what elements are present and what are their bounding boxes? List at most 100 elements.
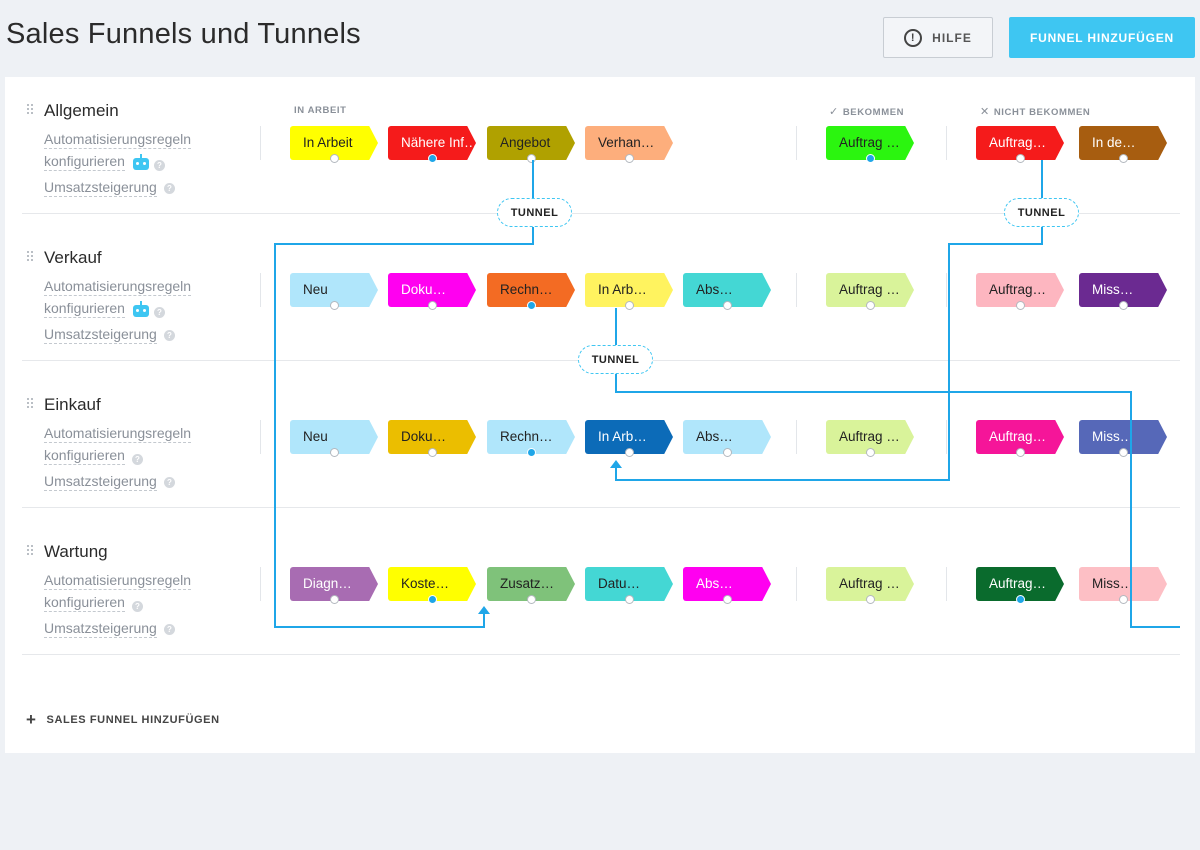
automation-rules-link-line2[interactable]: konfigurieren xyxy=(44,447,125,465)
funnel-name[interactable]: Allgemein xyxy=(44,101,119,120)
help-question-icon[interactable]: ? xyxy=(132,454,143,465)
connector-dot[interactable] xyxy=(625,595,634,604)
tunnel-badge-2[interactable]: TUNNEL xyxy=(1004,198,1079,227)
stage-chip[interactable]: Zusatz… xyxy=(487,567,575,604)
stage-chip-lost[interactable]: Miss… xyxy=(1079,420,1167,457)
connector-dot[interactable] xyxy=(1119,154,1128,163)
stage-chip-lost[interactable]: Miss… xyxy=(1079,273,1167,310)
stage-chip-lost[interactable]: Auftrag… xyxy=(976,126,1064,163)
connector-dot[interactable] xyxy=(866,154,875,163)
automation-rules-link[interactable]: Automatisierungsregeln xyxy=(44,425,192,443)
stage-chip[interactable]: Neu xyxy=(290,273,378,310)
tunnel-badge-3[interactable]: TUNNEL xyxy=(578,345,653,374)
stage-chip[interactable]: Nähere Inf… xyxy=(388,126,478,163)
stage-chip-won[interactable]: Auftrag … xyxy=(826,420,914,457)
connector-dot[interactable] xyxy=(625,448,634,457)
drag-handle-icon[interactable] xyxy=(27,104,35,118)
stage-chip[interactable]: In Arb… xyxy=(585,273,673,310)
stage-chip[interactable]: Rechn… xyxy=(487,420,575,457)
connector-dot[interactable] xyxy=(1119,301,1128,310)
connector-dot[interactable] xyxy=(330,448,339,457)
connector-dot[interactable] xyxy=(428,448,437,457)
connector-dot[interactable] xyxy=(723,301,732,310)
connector-dot[interactable] xyxy=(330,595,339,604)
stage-chip-lost[interactable]: Auftrag… xyxy=(976,567,1064,604)
stage-chip[interactable]: Verhan… xyxy=(585,126,673,163)
stage-chip-won[interactable]: Auftrag … xyxy=(826,567,914,604)
stage-chip[interactable]: Doku… xyxy=(388,420,476,457)
stage-chip-lost[interactable]: Miss… xyxy=(1079,567,1167,604)
funnel-name[interactable]: Einkauf xyxy=(44,395,101,414)
help-button[interactable]: ! HILFE xyxy=(883,17,993,58)
stage-chip[interactable]: Abs… xyxy=(683,567,771,604)
stage-chip-label: Doku… xyxy=(401,429,447,444)
automation-rules-link[interactable]: Automatisierungsregeln xyxy=(44,278,192,296)
funnels-panel xyxy=(5,77,1195,753)
stage-chip[interactable]: Angebot xyxy=(487,126,575,163)
stage-chip[interactable]: Doku… xyxy=(388,273,476,310)
help-question-icon[interactable]: ? xyxy=(154,307,165,318)
connector-dot[interactable] xyxy=(1016,448,1025,457)
stage-chip[interactable]: Neu xyxy=(290,420,378,457)
stage-chip[interactable]: Abs… xyxy=(683,273,771,310)
connector-dot[interactable] xyxy=(527,595,536,604)
automation-rules-link[interactable]: Automatisierungsregeln xyxy=(44,131,192,149)
connector-dot[interactable] xyxy=(1016,595,1025,604)
stage-chip-label: Neu xyxy=(303,282,328,297)
connector-dot[interactable] xyxy=(1119,595,1128,604)
connector-dot[interactable] xyxy=(625,301,634,310)
automation-rules-link-line2[interactable]: konfigurieren xyxy=(44,153,125,171)
stage-chip[interactable]: Rechn… xyxy=(487,273,575,310)
automation-rules-link[interactable]: Automatisierungsregeln xyxy=(44,572,192,590)
help-question-icon[interactable]: ? xyxy=(164,624,175,635)
help-question-icon[interactable]: ? xyxy=(164,330,175,341)
connector-dot[interactable] xyxy=(1016,154,1025,163)
add-funnel-button[interactable]: FUNNEL HINZUFÜGEN xyxy=(1009,17,1195,58)
help-question-icon[interactable]: ? xyxy=(132,601,143,612)
automation-rules-link-line2[interactable]: konfigurieren xyxy=(44,594,125,612)
stage-chip-lost[interactable]: Auftrag… xyxy=(976,420,1064,457)
tunnel-badge-1[interactable]: TUNNEL xyxy=(497,198,572,227)
help-question-icon[interactable]: ? xyxy=(164,477,175,488)
stage-chip-lost[interactable]: Auftrag… xyxy=(976,273,1064,310)
connector-dot[interactable] xyxy=(527,448,536,457)
drag-handle-icon[interactable] xyxy=(27,398,35,412)
column-separator xyxy=(796,420,797,454)
connector-dot[interactable] xyxy=(866,595,875,604)
connector-dot[interactable] xyxy=(330,301,339,310)
connector-dot[interactable] xyxy=(1119,448,1128,457)
revenue-increase-link[interactable]: Umsatzsteigerung xyxy=(44,620,157,638)
drag-handle-icon[interactable] xyxy=(27,545,35,559)
revenue-increase-link[interactable]: Umsatzsteigerung xyxy=(44,179,157,197)
connector-dot[interactable] xyxy=(723,448,732,457)
revenue-increase-link[interactable]: Umsatzsteigerung xyxy=(44,326,157,344)
stage-chip[interactable]: Abs… xyxy=(683,420,771,457)
connector-dot[interactable] xyxy=(330,154,339,163)
stage-chip-won[interactable]: Auftrag … xyxy=(826,126,914,163)
add-sales-funnel-button[interactable]: + SALES FUNNEL HINZUFÜGEN xyxy=(26,711,220,728)
connector-dot[interactable] xyxy=(428,595,437,604)
connector-dot[interactable] xyxy=(625,154,634,163)
stage-chip-won[interactable]: Auftrag … xyxy=(826,273,914,310)
connector-dot[interactable] xyxy=(428,154,437,163)
stage-chip-lost[interactable]: In de… xyxy=(1079,126,1167,163)
drag-handle-icon[interactable] xyxy=(27,251,35,265)
stage-chip[interactable]: In Arb… xyxy=(585,420,673,457)
connector-dot[interactable] xyxy=(866,448,875,457)
connector-dot[interactable] xyxy=(866,301,875,310)
connector-dot[interactable] xyxy=(723,595,732,604)
stage-chip[interactable]: In Arbeit xyxy=(290,126,378,163)
stage-chip[interactable]: Koste… xyxy=(388,567,476,604)
connector-dot[interactable] xyxy=(1016,301,1025,310)
funnel-name[interactable]: Wartung xyxy=(44,542,108,561)
stage-chip[interactable]: Diagn… xyxy=(290,567,378,604)
help-question-icon[interactable]: ? xyxy=(164,183,175,194)
connector-dot[interactable] xyxy=(428,301,437,310)
connector-dot[interactable] xyxy=(527,301,536,310)
funnel-name[interactable]: Verkauf xyxy=(44,248,102,267)
stage-chip[interactable]: Datu… xyxy=(585,567,673,604)
revenue-increase-link[interactable]: Umsatzsteigerung xyxy=(44,473,157,491)
help-question-icon[interactable]: ? xyxy=(154,160,165,171)
automation-rules-link-line2[interactable]: konfigurieren xyxy=(44,300,125,318)
connector-dot[interactable] xyxy=(527,154,536,163)
